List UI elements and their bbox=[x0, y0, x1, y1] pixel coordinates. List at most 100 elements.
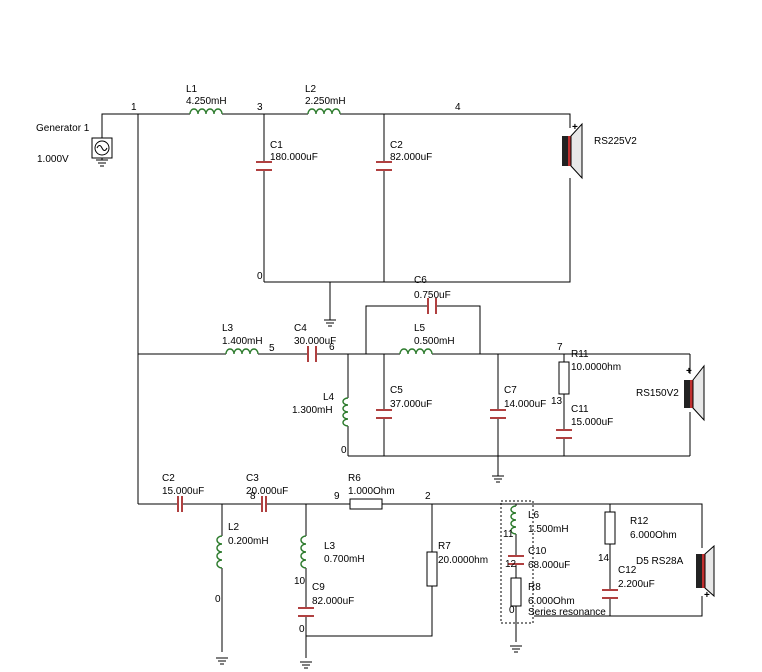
c2-name: C2 bbox=[390, 140, 403, 151]
node-label: 13 bbox=[551, 396, 563, 407]
l3-value: 1.400mH bbox=[222, 336, 263, 347]
l2-name: L2 bbox=[305, 84, 317, 95]
c6-name: C6 bbox=[414, 275, 427, 286]
l4-value: 1.300mH bbox=[292, 405, 333, 416]
speaker-woofer-icon[interactable]: + bbox=[562, 122, 583, 180]
node-label: 12 bbox=[505, 559, 517, 570]
resistor-r11-midrange[interactable] bbox=[558, 361, 570, 395]
c6-value: 0.750uF bbox=[414, 290, 451, 301]
capacitor-c2-tweeter[interactable] bbox=[177, 496, 183, 512]
capacitor-c9-tweeter[interactable] bbox=[298, 607, 314, 617]
r12-value: 6.000Ohm bbox=[630, 530, 677, 541]
node-label: 4 bbox=[455, 102, 461, 113]
c12-value: 2.200uF bbox=[618, 579, 655, 590]
capacitor-c11-midrange[interactable] bbox=[556, 429, 572, 439]
resistor-r12-tweeter[interactable] bbox=[604, 511, 616, 545]
capacitor-c3-tweeter[interactable] bbox=[261, 496, 267, 512]
r12-name: R12 bbox=[630, 516, 649, 527]
c5-name: C5 bbox=[390, 385, 403, 396]
node-label: 5 bbox=[269, 343, 275, 354]
c1-value: 180.000uF bbox=[270, 152, 318, 163]
svg-text:+: + bbox=[704, 590, 710, 601]
inductor-l5-midrange[interactable] bbox=[399, 348, 433, 355]
c1-name: C1 bbox=[270, 140, 283, 151]
node-label: 2 bbox=[425, 491, 431, 502]
c9-value: 82.000uF bbox=[312, 596, 354, 607]
capacitor-c4-midrange[interactable] bbox=[307, 346, 317, 362]
c3-t-value: 20.000uF bbox=[246, 486, 288, 497]
l6-name: L6 bbox=[528, 510, 540, 521]
series-resonance-box bbox=[500, 500, 534, 624]
l3-t-name: L3 bbox=[324, 541, 336, 552]
inductor-l2-tweeter[interactable] bbox=[216, 535, 223, 569]
speaker-midrange-icon[interactable]: + bbox=[684, 364, 705, 422]
capacitor-c12-tweeter[interactable] bbox=[602, 589, 618, 599]
node-label: 0 bbox=[299, 624, 305, 635]
l3-name: L3 bbox=[222, 323, 234, 334]
node-label: 0 bbox=[509, 605, 515, 616]
l4-name: L4 bbox=[323, 392, 335, 403]
c11-name: C11 bbox=[571, 404, 589, 415]
resistor-r8-tweeter[interactable] bbox=[510, 577, 522, 607]
ground-l3-tweeter bbox=[300, 661, 312, 669]
wires bbox=[101, 113, 703, 658]
c5-value: 37.000uF bbox=[390, 399, 432, 410]
node-label: 0 bbox=[341, 445, 347, 456]
resistor-r6-tweeter[interactable] bbox=[349, 498, 383, 510]
l2-t-value: 0.200mH bbox=[228, 536, 269, 547]
svg-text:+: + bbox=[686, 366, 692, 377]
r11-value: 10.0000hm bbox=[571, 362, 621, 373]
l3-t-value: 0.700mH bbox=[324, 554, 365, 565]
inductor-l3-midrange[interactable] bbox=[225, 348, 259, 355]
c2-t-value: 15.000uF bbox=[162, 486, 204, 497]
node-label: 6 bbox=[329, 342, 335, 353]
inductor-l6-tweeter[interactable] bbox=[510, 505, 517, 535]
capacitor-c7-midrange[interactable] bbox=[490, 409, 506, 419]
node-label: 0 bbox=[257, 271, 263, 282]
node-label: 3 bbox=[257, 102, 263, 113]
resistor-r7-tweeter[interactable] bbox=[426, 551, 438, 587]
r7-name: R7 bbox=[438, 541, 451, 552]
inductor-l2-woofer[interactable] bbox=[307, 108, 341, 115]
woofer-speaker-label: RS225V2 bbox=[594, 136, 637, 147]
ground-l2-tweeter bbox=[216, 657, 228, 665]
c11-value: 15.000uF bbox=[571, 417, 613, 428]
c10-value: 68.000uF bbox=[528, 560, 570, 571]
node-label: 14 bbox=[598, 553, 610, 564]
ground-symbols bbox=[216, 319, 522, 669]
capacitor-c10-tweeter[interactable] bbox=[508, 555, 524, 565]
l1-name: L1 bbox=[186, 84, 198, 95]
capacitor-c2-woofer[interactable] bbox=[376, 161, 392, 171]
speaker-tweeter-icon[interactable]: + bbox=[696, 544, 715, 601]
ground-midrange bbox=[492, 475, 504, 483]
tweeter-speaker-label: D5 RS28A bbox=[636, 556, 684, 567]
l2-t-name: L2 bbox=[228, 522, 240, 533]
c7-value: 14.000uF bbox=[504, 399, 546, 410]
l5-name: L5 bbox=[414, 323, 426, 334]
l1-value: 4.250mH bbox=[186, 96, 227, 107]
node-label: 9 bbox=[334, 491, 340, 502]
r8-value: 6.000Ohm bbox=[528, 596, 575, 607]
inductor-l4-midrange[interactable] bbox=[342, 397, 349, 427]
l5-value: 0.500mH bbox=[414, 336, 455, 347]
c12-name: C12 bbox=[618, 565, 637, 576]
capacitor-c1-woofer[interactable] bbox=[256, 161, 272, 171]
c3-t-name: C3 bbox=[246, 473, 259, 484]
svg-text:+: + bbox=[572, 122, 578, 133]
node-label: 11 bbox=[503, 529, 514, 540]
node-label: 0 bbox=[215, 594, 221, 605]
inductor-l1-woofer[interactable] bbox=[189, 108, 223, 115]
r8-name: R8 bbox=[528, 582, 541, 593]
capacitor-c5-midrange[interactable] bbox=[376, 409, 392, 419]
generator-source[interactable] bbox=[91, 137, 113, 167]
generator-voltage: 1.000V bbox=[37, 154, 69, 165]
node-label: 7 bbox=[557, 342, 563, 353]
c4-value: 30.000uF bbox=[294, 336, 336, 347]
c9-name: C9 bbox=[312, 582, 325, 593]
r11-name: R11 bbox=[571, 349, 589, 360]
capacitor-c6-midrange[interactable] bbox=[427, 298, 437, 314]
series-resonance-label: Series resonance bbox=[528, 607, 606, 618]
generator-name: Generator 1 bbox=[36, 123, 90, 134]
inductor-l3-tweeter[interactable] bbox=[300, 535, 307, 569]
